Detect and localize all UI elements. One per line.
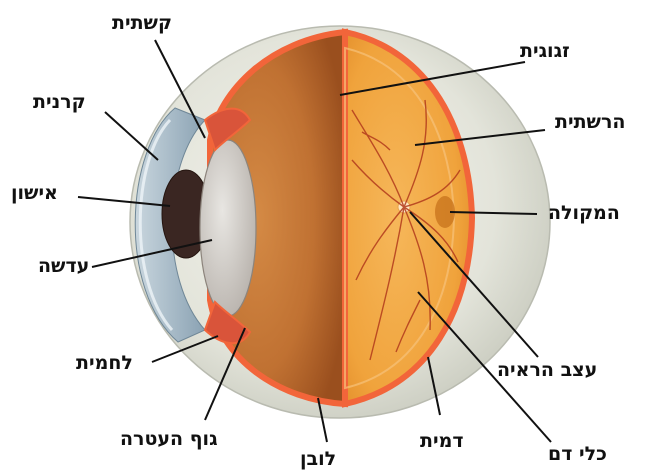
leader-cornea bbox=[105, 112, 158, 160]
label-optic-nerve: עצב הראיה bbox=[497, 361, 597, 380]
label-ciliary-muscle: קשתית bbox=[112, 14, 172, 33]
label-cornea: קרנית bbox=[33, 93, 86, 112]
label-vitreous: זגוגית bbox=[520, 42, 570, 61]
label-sclera: לובן bbox=[300, 450, 336, 469]
label-lens: עדשה bbox=[38, 257, 89, 276]
label-choroid: דמית bbox=[420, 432, 464, 451]
label-ciliary-body: גוף העטרה bbox=[120, 430, 218, 449]
lens-shape bbox=[200, 140, 256, 316]
label-retina: הרשתית bbox=[555, 113, 625, 132]
label-macula: המקולה bbox=[548, 204, 620, 223]
label-blood-vessels: כלי דם bbox=[548, 445, 607, 464]
label-pupil: אישון bbox=[11, 184, 58, 203]
label-conjunctiva: לחמית bbox=[76, 354, 133, 373]
